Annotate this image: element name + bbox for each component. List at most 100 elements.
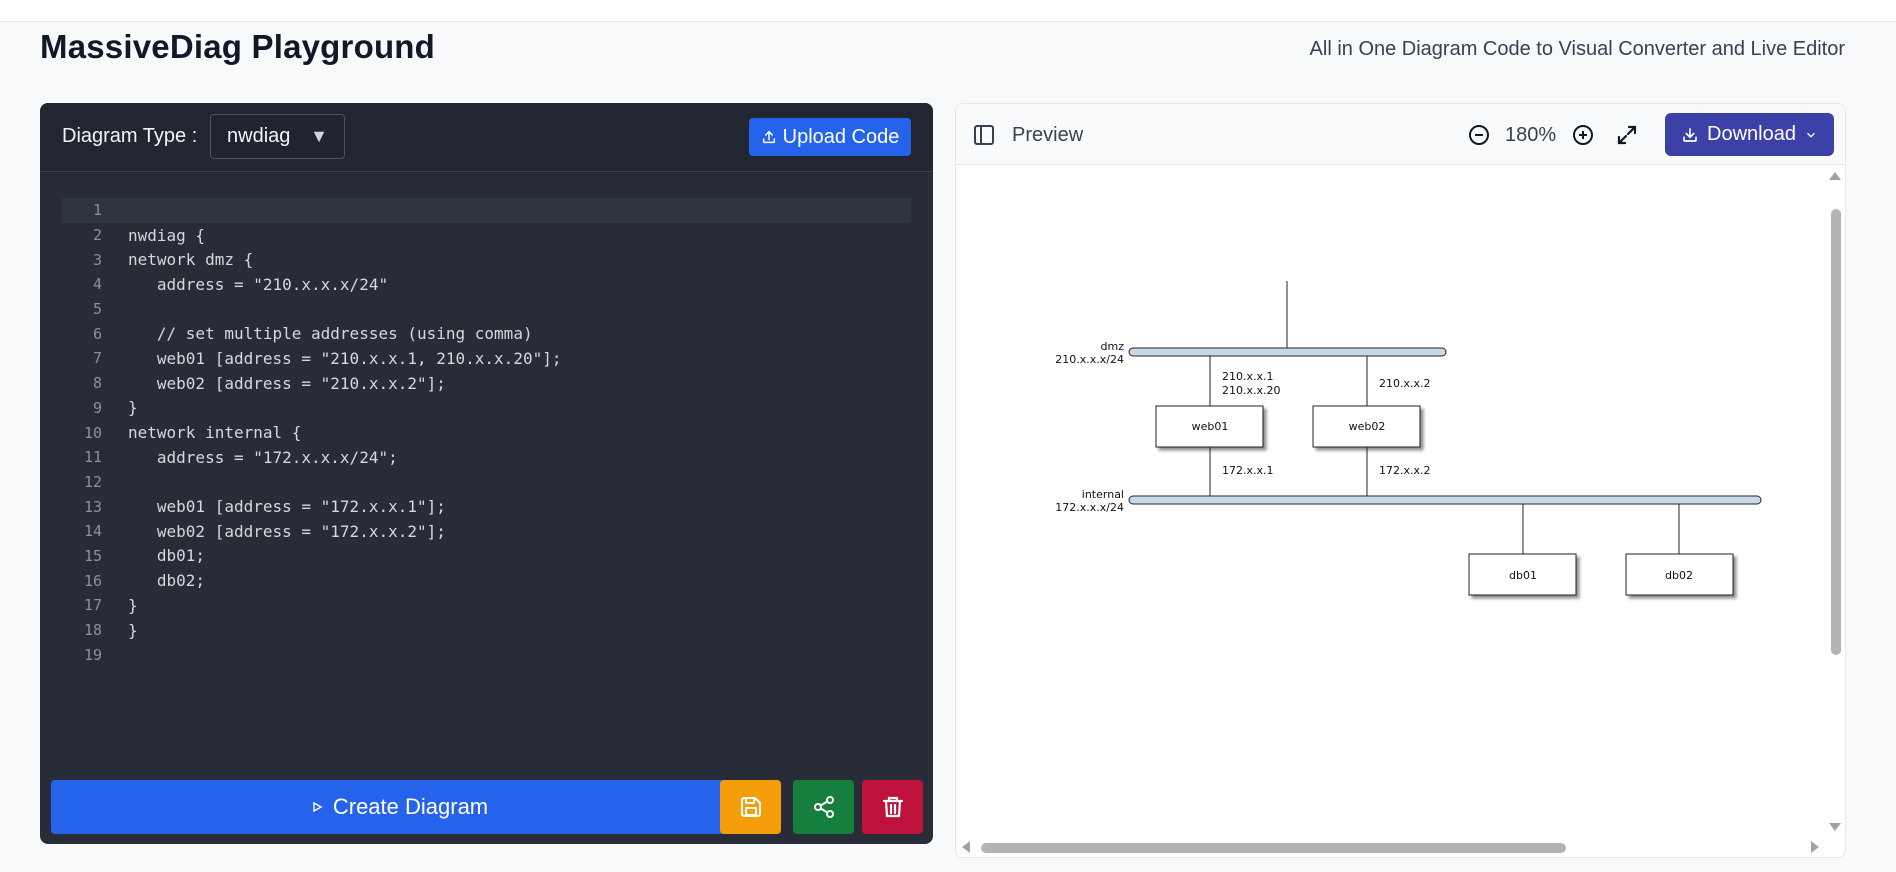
- horizontal-scrollbar[interactable]: [956, 839, 1829, 857]
- horizontal-scroll-thumb[interactable]: [981, 843, 1566, 853]
- code-line[interactable]: 13 web01 [address = "172.x.x.1"];: [62, 494, 911, 519]
- code-text: db02;: [128, 571, 206, 591]
- internal-network-name: internal: [1082, 488, 1124, 501]
- code-line[interactable]: 9}: [62, 396, 911, 421]
- code-line[interactable]: 19: [62, 642, 911, 667]
- internal-network-bar[interactable]: [1128, 495, 1762, 505]
- share-icon: [813, 796, 834, 818]
- expand-icon[interactable]: [1615, 123, 1639, 147]
- code-line[interactable]: 6 // set multiple addresses (using comma…: [62, 321, 911, 346]
- code-line[interactable]: 3 network dmz {: [62, 247, 911, 272]
- line-number: 5: [92, 300, 102, 319]
- zoom-in-icon[interactable]: [1571, 123, 1595, 147]
- vertical-scrollbar[interactable]: [1827, 166, 1845, 842]
- code-line[interactable]: 2 nwdiag {: [62, 223, 911, 248]
- internal-network-address: 172.x.x.x/24: [1055, 501, 1124, 514]
- line-number: 3: [92, 250, 102, 269]
- web01-dmz-address-2: 210.x.x.20: [1222, 384, 1281, 397]
- download-icon: [1683, 127, 1697, 142]
- preview-header: Preview 180% Download: [956, 104, 1845, 165]
- web02-label: web02: [1349, 420, 1386, 433]
- code-text: nwdiag {: [128, 225, 206, 245]
- db02-node[interactable]: [1625, 553, 1734, 596]
- line-number: 18: [83, 621, 102, 640]
- diagram-type-label: Diagram Type :: [62, 125, 198, 147]
- line-number: 6: [92, 324, 102, 343]
- diagram-type-value: nwdiag: [227, 125, 291, 147]
- code-line[interactable]: 5: [62, 297, 911, 322]
- web02-dmz-address: 210.x.x.2: [1379, 377, 1431, 390]
- scroll-left-icon[interactable]: [962, 841, 970, 853]
- dropdown-arrow-icon: ▼: [310, 126, 328, 146]
- db01-node[interactable]: [1468, 553, 1577, 596]
- download-label: Download: [1707, 123, 1796, 145]
- line-number: 8: [92, 374, 102, 393]
- code-line[interactable]: 8 web02 [address = "210.x.x.2"];: [62, 371, 911, 396]
- code-text: }: [128, 398, 138, 418]
- top-bar: [0, 0, 1896, 22]
- diagram-type-select[interactable]: nwdiag ▼: [210, 114, 345, 159]
- code-line[interactable]: 18}: [62, 618, 911, 643]
- scroll-down-icon[interactable]: [1829, 823, 1841, 831]
- web01-label: web01: [1192, 420, 1229, 433]
- code-line[interactable]: 4 address = "210.x.x.x/24": [62, 272, 911, 297]
- scroll-up-icon[interactable]: [1829, 172, 1841, 180]
- code-text: web01 [address = "210.x.x.1, 210.x.x.20"…: [128, 348, 562, 368]
- share-button[interactable]: [793, 780, 854, 834]
- save-button[interactable]: [720, 780, 781, 834]
- code-line[interactable]: 15 db01;: [62, 544, 911, 569]
- db01-label: db01: [1509, 569, 1537, 582]
- editor-header: Diagram Type : nwdiag ▼ Upload Code: [40, 103, 933, 172]
- code-text: address = "172.x.x.x/24";: [128, 447, 398, 467]
- line-number: 16: [83, 571, 102, 590]
- code-text: web02 [address = "172.x.x.2"];: [128, 521, 446, 541]
- code-text: network internal {: [128, 423, 302, 443]
- upload-code-button[interactable]: Upload Code: [749, 118, 911, 156]
- web02-internal-address: 172.x.x.2: [1379, 464, 1431, 477]
- dmz-network-bar[interactable]: [1128, 347, 1447, 357]
- trash-icon: [882, 796, 903, 818]
- zoom-level: 180%: [1505, 124, 1557, 146]
- code-line[interactable]: 16 db02;: [62, 568, 911, 593]
- dmz-network-address: 210.x.x.x/24: [1055, 353, 1124, 366]
- code-line[interactable]: 1: [62, 198, 911, 223]
- page-title: MassiveDiag Playground: [40, 28, 436, 65]
- line-number: 4: [92, 275, 102, 294]
- create-diagram-label: Create Diagram: [332, 794, 489, 819]
- vertical-scroll-thumb[interactable]: [1831, 209, 1841, 655]
- upload-code-label: Upload Code: [782, 125, 900, 148]
- code-text: }: [128, 620, 138, 640]
- zoom-out-icon[interactable]: [1467, 123, 1491, 147]
- code-text: db01;: [128, 546, 206, 566]
- web02-node[interactable]: [1312, 405, 1421, 448]
- save-icon: [740, 797, 761, 817]
- create-diagram-button[interactable]: Create Diagram: [51, 780, 748, 834]
- line-number: 12: [83, 472, 102, 491]
- code-line[interactable]: 17}: [62, 593, 911, 618]
- download-button[interactable]: Download: [1665, 113, 1834, 156]
- line-number: 13: [83, 497, 102, 516]
- line-number: 2: [92, 226, 102, 245]
- code-text: web01 [address = "172.x.x.1"];: [128, 497, 446, 517]
- line-number: 9: [92, 398, 102, 417]
- db02-label: db02: [1665, 569, 1693, 582]
- code-line[interactable]: 11 address = "172.x.x.x/24";: [62, 445, 911, 470]
- code-line[interactable]: 12: [62, 470, 911, 495]
- scroll-right-icon[interactable]: [1811, 841, 1819, 853]
- sidebar-toggle-icon[interactable]: [972, 123, 996, 147]
- code-text: network dmz {: [128, 250, 254, 270]
- diagram-canvas[interactable]: dmz 210.x.x.x/24 210.x.x.1 210.x.x.20 21…: [956, 166, 1829, 842]
- code-text: address = "210.x.x.x/24": [128, 274, 389, 294]
- upload-icon: [762, 130, 775, 144]
- code-line[interactable]: 14 web02 [address = "172.x.x.2"];: [62, 519, 911, 544]
- code-text: }: [128, 595, 138, 615]
- line-number: 14: [83, 522, 102, 541]
- page-tagline: All in One Diagram Code to Visual Conver…: [1309, 38, 1845, 60]
- line-number: 19: [83, 645, 102, 664]
- code-line[interactable]: 7 web01 [address = "210.x.x.1, 210.x.x.2…: [62, 346, 911, 371]
- line-number: 17: [83, 596, 102, 615]
- dmz-network-name: dmz: [1101, 340, 1125, 353]
- delete-button[interactable]: [862, 780, 923, 834]
